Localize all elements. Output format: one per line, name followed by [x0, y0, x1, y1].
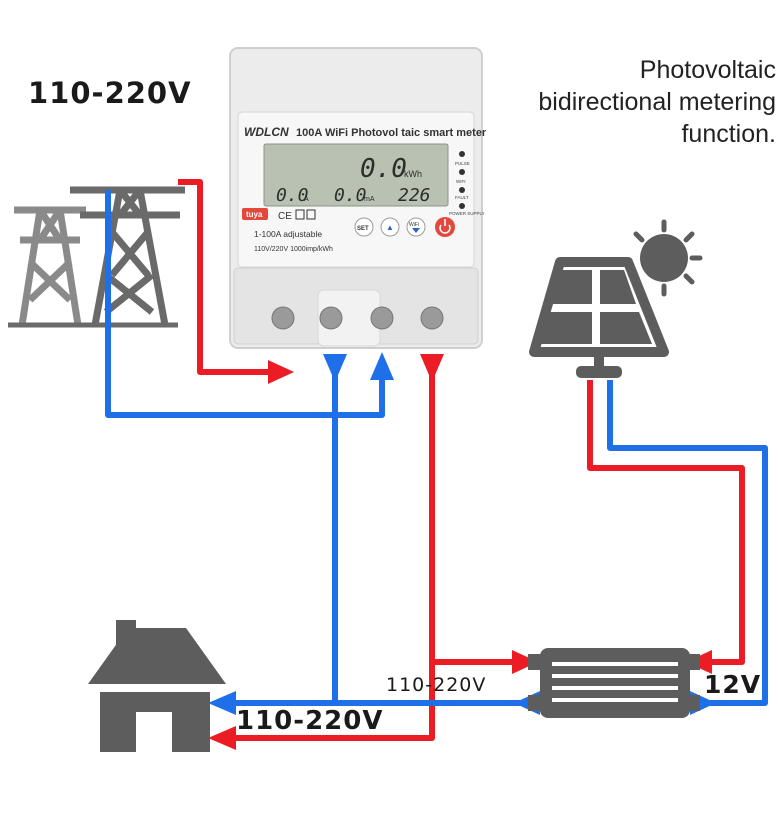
lcd-power-unit: mA — [364, 196, 375, 203]
meter-brand: WDLCN — [244, 125, 289, 139]
inverter-ac-voltage-label: 110-220V — [386, 674, 487, 696]
indicator-leds: PULSE WIFI FAULT POWER SUPPLY — [449, 151, 485, 216]
lcd-current: 0.0 — [276, 185, 309, 206]
wifi-button[interactable]: WiFi — [406, 217, 426, 237]
tuya-badge — [242, 208, 268, 220]
solar-panel-icon — [529, 257, 669, 378]
set-button-label: SET — [357, 226, 369, 232]
home-voltage-label: 110-220V — [236, 706, 384, 736]
solar-neutral-wire — [607, 380, 768, 706]
lcd-voltage: 226 — [398, 185, 431, 206]
house-live-wire — [225, 362, 435, 741]
spec-detail: 110V/220V 1000imp/kWh — [254, 246, 333, 253]
spec-range: 1-100A adjustable — [254, 229, 322, 239]
meter-title: 100A WiFi Photovol taic smart meter — [296, 127, 487, 139]
house-icon — [88, 620, 226, 752]
up-arrow-icon: ▲ — [386, 223, 394, 232]
lcd-current-unit: A — [304, 196, 309, 203]
power-tower-icon — [8, 186, 185, 328]
recycle-icon — [295, 209, 305, 220]
dc-voltage-label: 12V — [704, 670, 762, 699]
indicator-fault: FAULT — [455, 195, 469, 200]
grid-live-wire — [178, 179, 285, 375]
lcd-energy-unit: kWh — [404, 169, 422, 179]
power-button[interactable] — [435, 217, 455, 237]
caption-line-2: bidirectional metering — [538, 88, 776, 116]
indicator-pulse: PULSE — [455, 161, 470, 166]
set-button[interactable]: SET — [354, 217, 374, 237]
solar-live-wire — [587, 380, 745, 665]
double-insulation-icon — [306, 209, 316, 220]
sun-icon — [633, 219, 703, 297]
diagram-caption: Photovoltaic bidirectional metering func… — [476, 54, 776, 150]
indicator-wifi: WIFI — [456, 179, 466, 184]
tuya-badge-label: tuya — [246, 210, 263, 219]
lcd-power: 0.0 — [334, 185, 367, 206]
power-icon — [439, 224, 451, 234]
grid-voltage-label: 110-220V — [28, 76, 192, 110]
down-arrow-icon — [412, 228, 420, 233]
cert-mark: CE — [278, 211, 292, 222]
terminal-screws — [271, 306, 444, 330]
lcd-energy: 0.0 — [360, 154, 407, 184]
wifi-button-label: WiFi — [409, 222, 419, 228]
indicator-power-supply: POWER SUPPLY — [449, 211, 485, 216]
inverter-icon — [528, 648, 700, 718]
up-button[interactable]: ▲ — [380, 217, 400, 237]
grid-neutral-wire — [105, 190, 385, 418]
caption-line-3: function. — [681, 120, 776, 148]
caption-line-1: Photovoltaic — [639, 56, 776, 84]
smart-meter: WDLCN 100A WiFi Photovol taic smart mete… — [229, 47, 487, 349]
